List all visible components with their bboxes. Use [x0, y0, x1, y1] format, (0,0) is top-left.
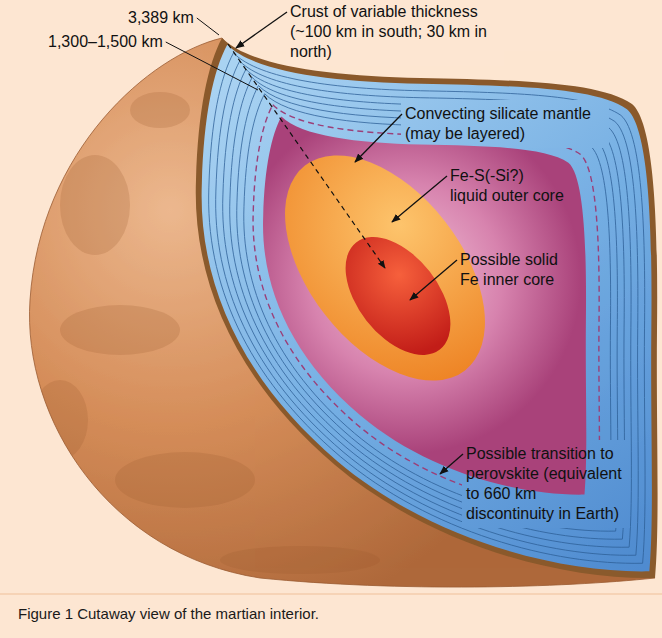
layer-label: Possible solid Fe inner core	[460, 250, 565, 290]
inner-core	[325, 218, 472, 374]
leader-arrow	[392, 176, 447, 222]
leader-arrow	[236, 12, 287, 48]
leader-arrow	[355, 114, 402, 162]
layer-label: Possible transition to perovskite (equiv…	[466, 444, 626, 524]
mantle-layer-lines	[209, 53, 645, 563]
leader-arrow	[440, 454, 463, 474]
leader-lines	[166, 12, 463, 474]
figure-caption: Figure 1 Cutaway view of the martian int…	[18, 604, 319, 624]
layer-label: Crust of variable thickness (~100 km in …	[290, 2, 500, 62]
dimension-label: 3,389 km	[128, 8, 194, 28]
caption-rule	[0, 594, 662, 595]
layer-label: Fe-S(-Si?) liquid outer core	[450, 166, 565, 206]
silicate-mantle	[202, 45, 652, 572]
leader-arrow	[410, 260, 457, 300]
layer-label: Convecting silicate mantle (may be layer…	[405, 104, 605, 144]
leader-line	[166, 42, 258, 90]
crust-rim	[196, 38, 658, 578]
dimension-label: 1,300–1,500 km	[48, 32, 163, 52]
leader-line	[197, 18, 219, 35]
planet-surface	[29, 38, 655, 587]
